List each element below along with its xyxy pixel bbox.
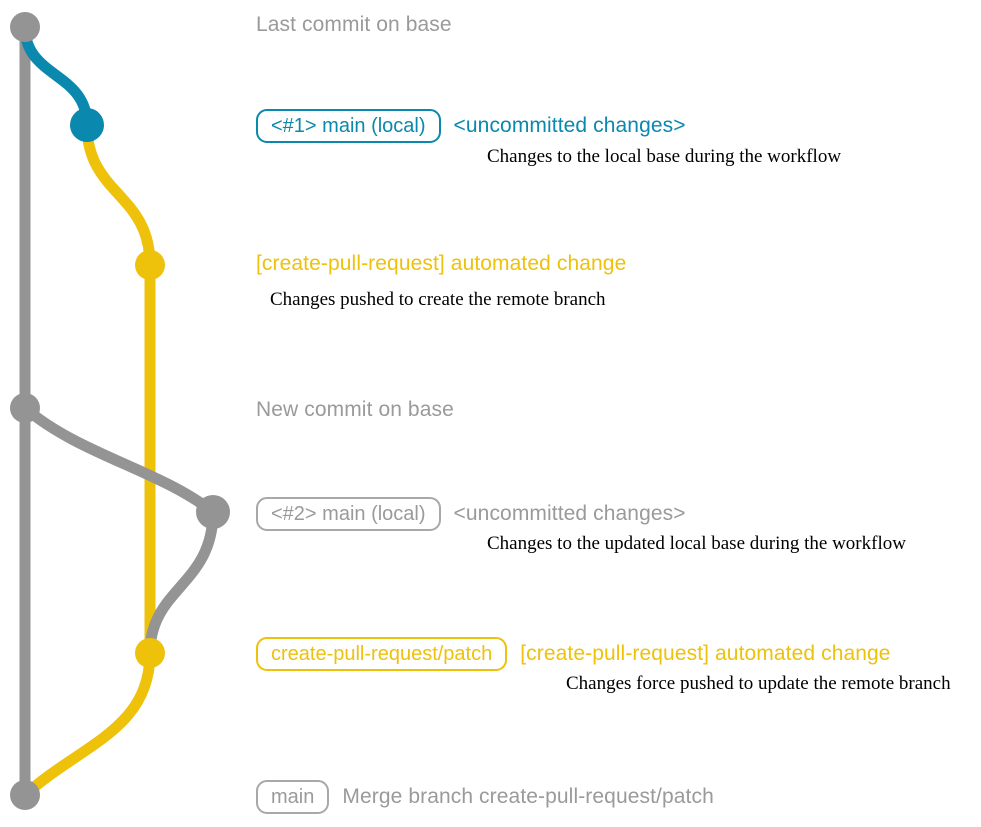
node-last-commit-on-base [10,12,40,42]
commit-caption: New commit on base [256,398,454,421]
commit-row-local-uncommitted-1: <#1> main (local) <uncommitted changes> [256,109,686,143]
commit-subject: [create-pull-request] automated change [520,642,891,665]
commit-note-local-uncommitted-2: Changes to the updated local base during… [487,533,906,554]
edge-local2-to-patch2 [144,506,219,659]
node-new-commit-on-base [10,393,40,423]
node-merge-commit [10,780,40,810]
commit-row-automated-change-1: [create-pull-request] automated change [256,252,626,276]
commit-nodes [10,12,230,810]
commit-subject: Merge branch create-pull-request/patch [342,785,714,808]
commit-caption: Last commit on base [256,13,452,36]
edge-base2-to-local2 [19,402,219,518]
commit-subject: <uncommitted changes> [453,114,686,137]
node-automated-change-2 [135,638,165,668]
commit-row-new-commit-on-base: New commit on base [256,398,454,422]
edge-patch2-to-merge [19,647,156,801]
branch-badge-main-local-2[interactable]: <#2> main (local) [256,497,441,531]
branch-badge-create-pull-request-patch[interactable]: create-pull-request/patch [256,637,508,671]
commit-row-merge-commit: main Merge branch create-pull-request/pa… [256,780,714,814]
commit-row-last-commit-on-base: Last commit on base [256,13,452,37]
node-local-uncommitted-2 [196,495,230,529]
commit-subject: [create-pull-request] automated change [256,252,627,275]
commit-row-local-uncommitted-2: <#2> main (local) <uncommitted changes> [256,497,686,531]
node-local-uncommitted-1 [70,108,104,142]
branch-badge-main[interactable]: main [256,780,330,814]
commit-subject: <uncommitted changes> [453,502,686,525]
commit-note-automated-change-1: Changes pushed to create the remote bran… [270,289,606,310]
node-automated-change-1 [135,250,165,280]
commit-note-local-uncommitted-1: Changes to the local base during the wor… [487,146,842,167]
branch-badge-main-local-1[interactable]: <#1> main (local) [256,109,441,143]
commit-note-automated-change-2: Changes force pushed to update the remot… [566,673,951,694]
edge-local1-to-patch1 [81,119,156,271]
commit-row-automated-change-2: create-pull-request/patch [create-pull-r… [256,637,891,671]
